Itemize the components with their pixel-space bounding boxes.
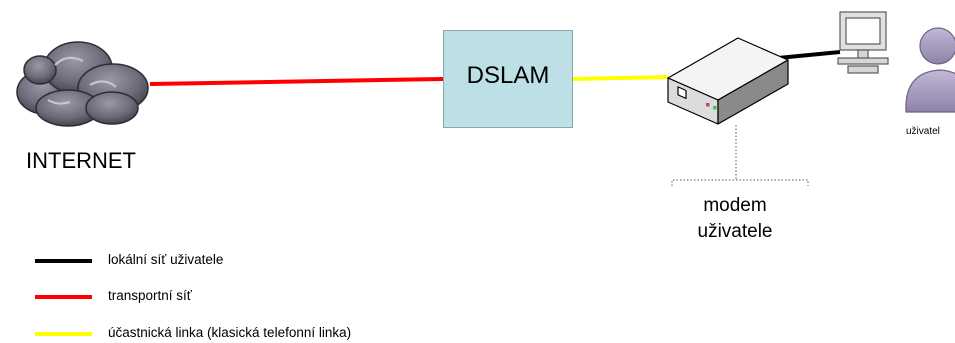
computer-icon <box>837 11 889 74</box>
legend-label-subscriber-line: účastnická linka (klasická telefonní lin… <box>108 325 352 340</box>
legend-label-local-network: lokální síť uživatele <box>108 252 224 267</box>
local-network-line <box>777 50 841 60</box>
internet-label: INTERNET <box>26 148 136 173</box>
modem-callout <box>671 125 809 186</box>
dslam-label: DSLAM <box>466 62 550 89</box>
modem-label: modem uživatele <box>650 193 820 245</box>
person-icon <box>905 27 955 113</box>
transport-network-line <box>149 77 444 86</box>
modem-icon <box>667 37 789 125</box>
user-label: uživatel <box>906 126 940 137</box>
modem-label-line1: modem <box>703 195 767 216</box>
legend-label-transport-network: transportní síť <box>108 288 192 303</box>
modem-label-line2: uživatele <box>697 221 773 242</box>
dslam-box: DSLAM <box>443 30 573 128</box>
subscriber-line <box>572 75 669 81</box>
cloud-icon <box>16 41 149 127</box>
